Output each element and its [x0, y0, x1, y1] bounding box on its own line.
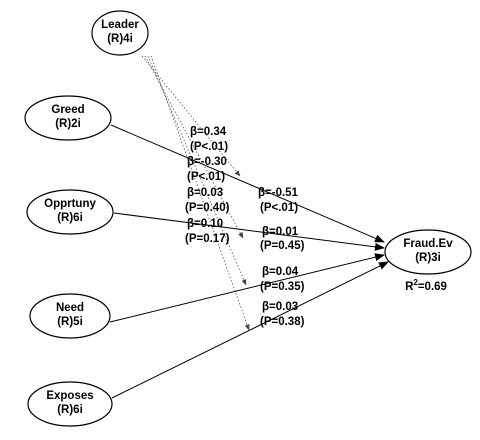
direct-beta-opprtuny: β=0.01: [262, 226, 299, 238]
node-fraud-items: (R)3i: [415, 252, 441, 264]
node-leader-ellipse: [91, 10, 149, 56]
node-need: Need (R)5i: [29, 293, 111, 339]
node-need-items: (R)5i: [57, 316, 83, 328]
node-exposes-ellipse: [27, 381, 113, 427]
direct-p-need: (P=0.35): [260, 281, 305, 293]
node-need-name: Need: [56, 302, 84, 314]
moderation-beta-2: β=-0.30: [187, 156, 227, 168]
moderation-p-3: (P=0.40): [185, 202, 230, 214]
node-leader-name: Leader: [101, 19, 139, 31]
direct-path-labels: β=-0.51 (P<.01) β=0.01 (P=0.45) β=0.04 (…: [258, 187, 305, 328]
node-greed-items: (R)2i: [55, 118, 81, 130]
path-exposes-to-fraud: [111, 261, 389, 399]
node-opprtuny: Opprtuny (R)6i: [26, 189, 114, 235]
direct-p-greed: (P<.01): [260, 202, 298, 214]
node-leader-items: (R)4i: [107, 33, 133, 45]
moderation-labels: β=0.34 (P<.01) β=-0.30 (P<.01) β=0.03 (P…: [185, 126, 230, 245]
node-exposes-name: Exposes: [46, 390, 93, 402]
moderation-beta-4: β=0.10: [187, 218, 223, 230]
path-greed-to-fraud: [110, 124, 385, 243]
node-greed: Greed (R)2i: [24, 95, 112, 141]
node-fraud-name: Fraud.Ev: [403, 238, 453, 250]
node-need-ellipse: [29, 293, 111, 339]
node-greed-name: Greed: [51, 104, 84, 116]
direct-beta-greed: β=-0.51: [258, 187, 299, 199]
node-greed-ellipse: [24, 95, 112, 141]
moderation-p-2: (P<.01): [187, 171, 225, 183]
node-exposes-items: (R)6i: [57, 404, 83, 416]
path-need-to-fraud: [109, 253, 385, 323]
moderation-line-need: [147, 55, 247, 286]
direct-beta-need: β=0.04: [262, 266, 299, 278]
node-exposes: Exposes (R)6i: [27, 381, 113, 427]
node-opprtuny-ellipse: [26, 189, 114, 235]
node-leader: Leader (R)4i: [91, 10, 149, 56]
direct-p-opprtuny: (P=0.45): [260, 240, 305, 252]
path-opprtuny-to-fraud: [113, 212, 385, 251]
moderation-beta-1: β=0.34: [190, 126, 227, 138]
direct-beta-exposes: β=0.03: [262, 301, 298, 313]
r-squared-label: R2=0.69: [405, 278, 447, 293]
moderation-line-opprtuny: [144, 55, 244, 239]
direct-p-exposes: (P=0.38): [260, 316, 305, 328]
moderation-beta-3: β=0.03: [187, 187, 223, 199]
node-fraud: Fraud.Ev (R)3i: [384, 229, 472, 275]
moderation-p-4: (P=0.17): [185, 233, 230, 245]
moderation-p-1: (P<.01): [190, 141, 228, 153]
node-fraud-ellipse: [384, 229, 472, 275]
node-opprtuny-name: Opprtuny: [44, 198, 96, 210]
moderation-line-exposes: [150, 55, 250, 331]
direct-path-lines: [109, 124, 389, 399]
node-opprtuny-items: (R)6i: [57, 212, 83, 224]
moderation-lines: [141, 55, 250, 331]
